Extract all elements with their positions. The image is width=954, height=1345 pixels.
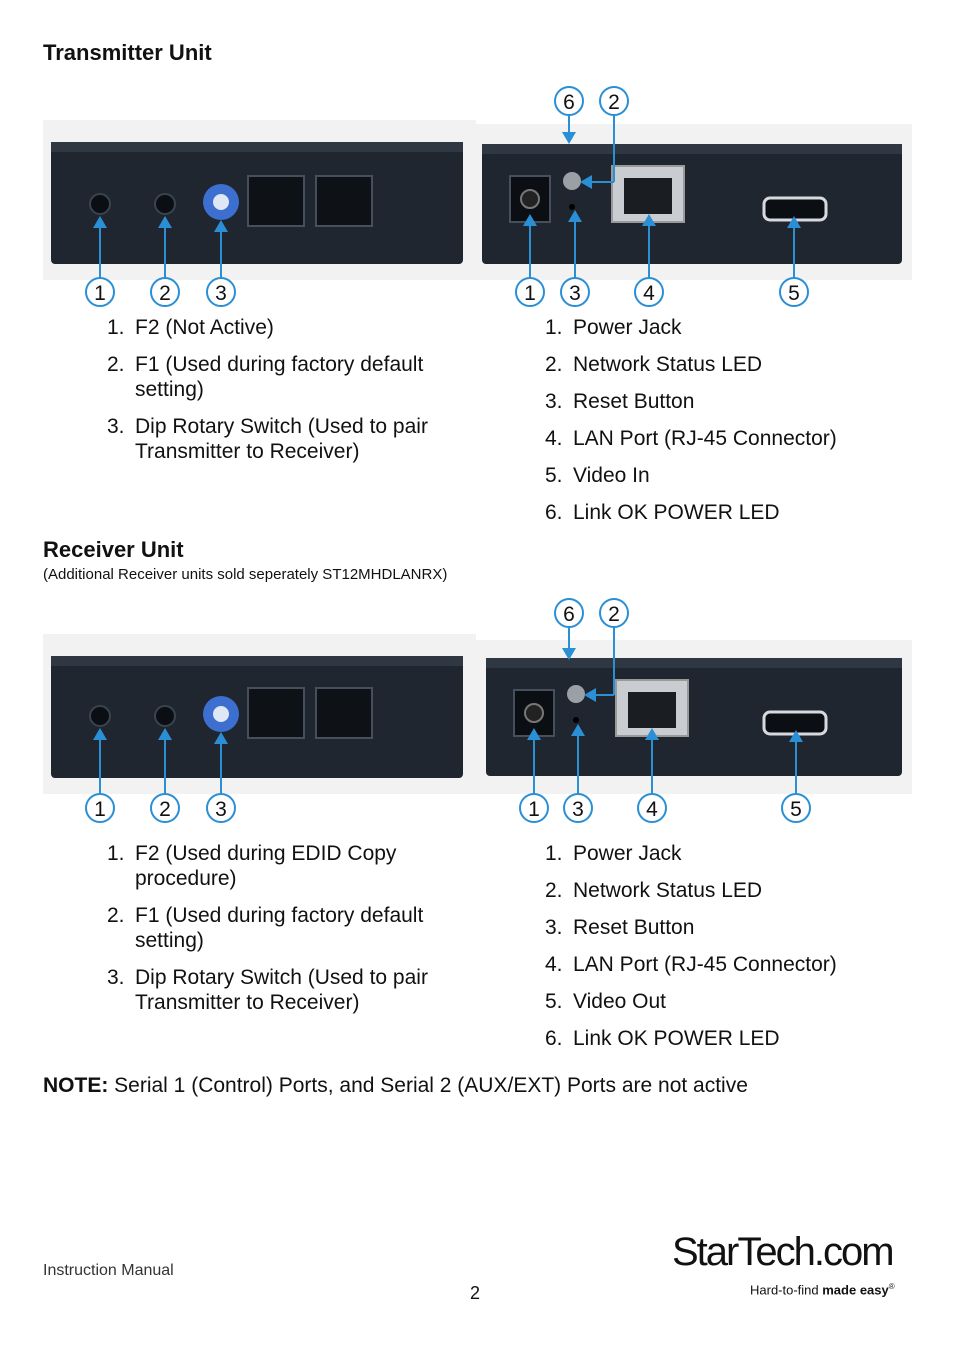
transmitter-left-list: 1.F2 (Not Active) 2.F1 (Used during fact… xyxy=(107,315,437,476)
note-paragraph: NOTE: Serial 1 (Control) Ports, and Seri… xyxy=(43,1074,748,1098)
receiver-left-callout-1: 1 xyxy=(94,798,106,821)
receiver-right-list: 1.Power Jack 2.Network Status LED 3.Rese… xyxy=(545,841,905,1063)
receiver-left-list: 1.F2 (Used during EDID Copy procedure) 2… xyxy=(107,841,437,1027)
transmitter-back-panel: 1 2 3 xyxy=(43,120,476,316)
logo-wordmark: StarTech.com xyxy=(672,1230,895,1274)
note-label: NOTE: xyxy=(43,1074,109,1097)
logo-tagline: Hard-to-find made easy® xyxy=(750,1282,895,1298)
list-item: 1.F2 (Not Active) xyxy=(107,316,274,339)
receiver-left-callout-3: 3 xyxy=(215,798,227,821)
list-item: 1.Power Jack xyxy=(545,316,682,339)
list-item: 1.Power Jack xyxy=(545,842,682,865)
receiver-right-callout-5: 5 xyxy=(790,798,802,821)
receiver-back-panel: 1 2 3 xyxy=(43,634,476,830)
list-item: 3.Dip Rotary Switch (Used to pair Transm… xyxy=(107,415,428,463)
transmitter-right-callout-5: 5 xyxy=(788,282,800,305)
transmitter-right-callout-6: 6 xyxy=(563,91,575,114)
transmitter-right-callout-3: 3 xyxy=(569,282,581,305)
transmitter-right-callout-1: 1 xyxy=(524,282,536,305)
page-number: 2 xyxy=(470,1283,481,1303)
transmitter-left-callout-3: 3 xyxy=(215,282,227,305)
list-item: 1.F2 (Used during EDID Copy procedure) xyxy=(107,842,397,890)
receiver-right-callout-6: 6 xyxy=(563,603,575,626)
transmitter-front-panel: 6 2 1 3 4 5 xyxy=(476,86,912,316)
list-item: 6.Link OK POWER LED xyxy=(545,1027,780,1050)
list-item: 2.Network Status LED xyxy=(545,879,763,902)
receiver-front-panel: 6 2 1 3 4 5 xyxy=(476,598,912,828)
list-item: 3.Reset Button xyxy=(545,916,695,939)
transmitter-right-callout-2-top: 2 xyxy=(608,91,620,114)
receiver-right-callout-1: 1 xyxy=(528,798,540,821)
list-item: 2.F1 (Used during factory default settin… xyxy=(107,353,424,401)
receiver-heading: Receiver Unit xyxy=(43,537,184,562)
transmitter-right-callout-4: 4 xyxy=(643,282,655,305)
transmitter-heading: Transmitter Unit xyxy=(43,40,212,65)
transmitter-right-list: 1.Power Jack 2.Network Status LED 3.Rese… xyxy=(545,315,905,537)
receiver-right-callout-2-top: 2 xyxy=(608,603,620,626)
transmitter-left-callout-1: 1 xyxy=(94,282,106,305)
list-item: 2.Network Status LED xyxy=(545,353,763,376)
transmitter-left-callout-2: 2 xyxy=(159,282,171,305)
footer-document-title: Instruction Manual xyxy=(43,1262,174,1279)
list-item: 5.Video Out xyxy=(545,990,667,1013)
list-item: 4.LAN Port (RJ-45 Connector) xyxy=(545,953,837,976)
receiver-right-callout-3: 3 xyxy=(572,798,584,821)
receiver-subnote: (Additional Receiver units sold seperate… xyxy=(43,566,448,583)
list-item: 3.Reset Button xyxy=(545,390,695,413)
list-item: 4.LAN Port (RJ-45 Connector) xyxy=(545,427,837,450)
receiver-right-callout-4: 4 xyxy=(646,798,658,821)
list-item: 5.Video In xyxy=(545,464,650,487)
startech-logo: StarTech.com Hard-to-find made easy® xyxy=(672,1230,912,1310)
list-item: 2.F1 (Used during factory default settin… xyxy=(107,904,424,952)
note-text: Serial 1 (Control) Ports, and Serial 2 (… xyxy=(108,1074,748,1097)
list-item: 6.Link OK POWER LED xyxy=(545,501,780,524)
list-item: 3.Dip Rotary Switch (Used to pair Transm… xyxy=(107,966,428,1014)
receiver-left-callout-2: 2 xyxy=(159,798,171,821)
